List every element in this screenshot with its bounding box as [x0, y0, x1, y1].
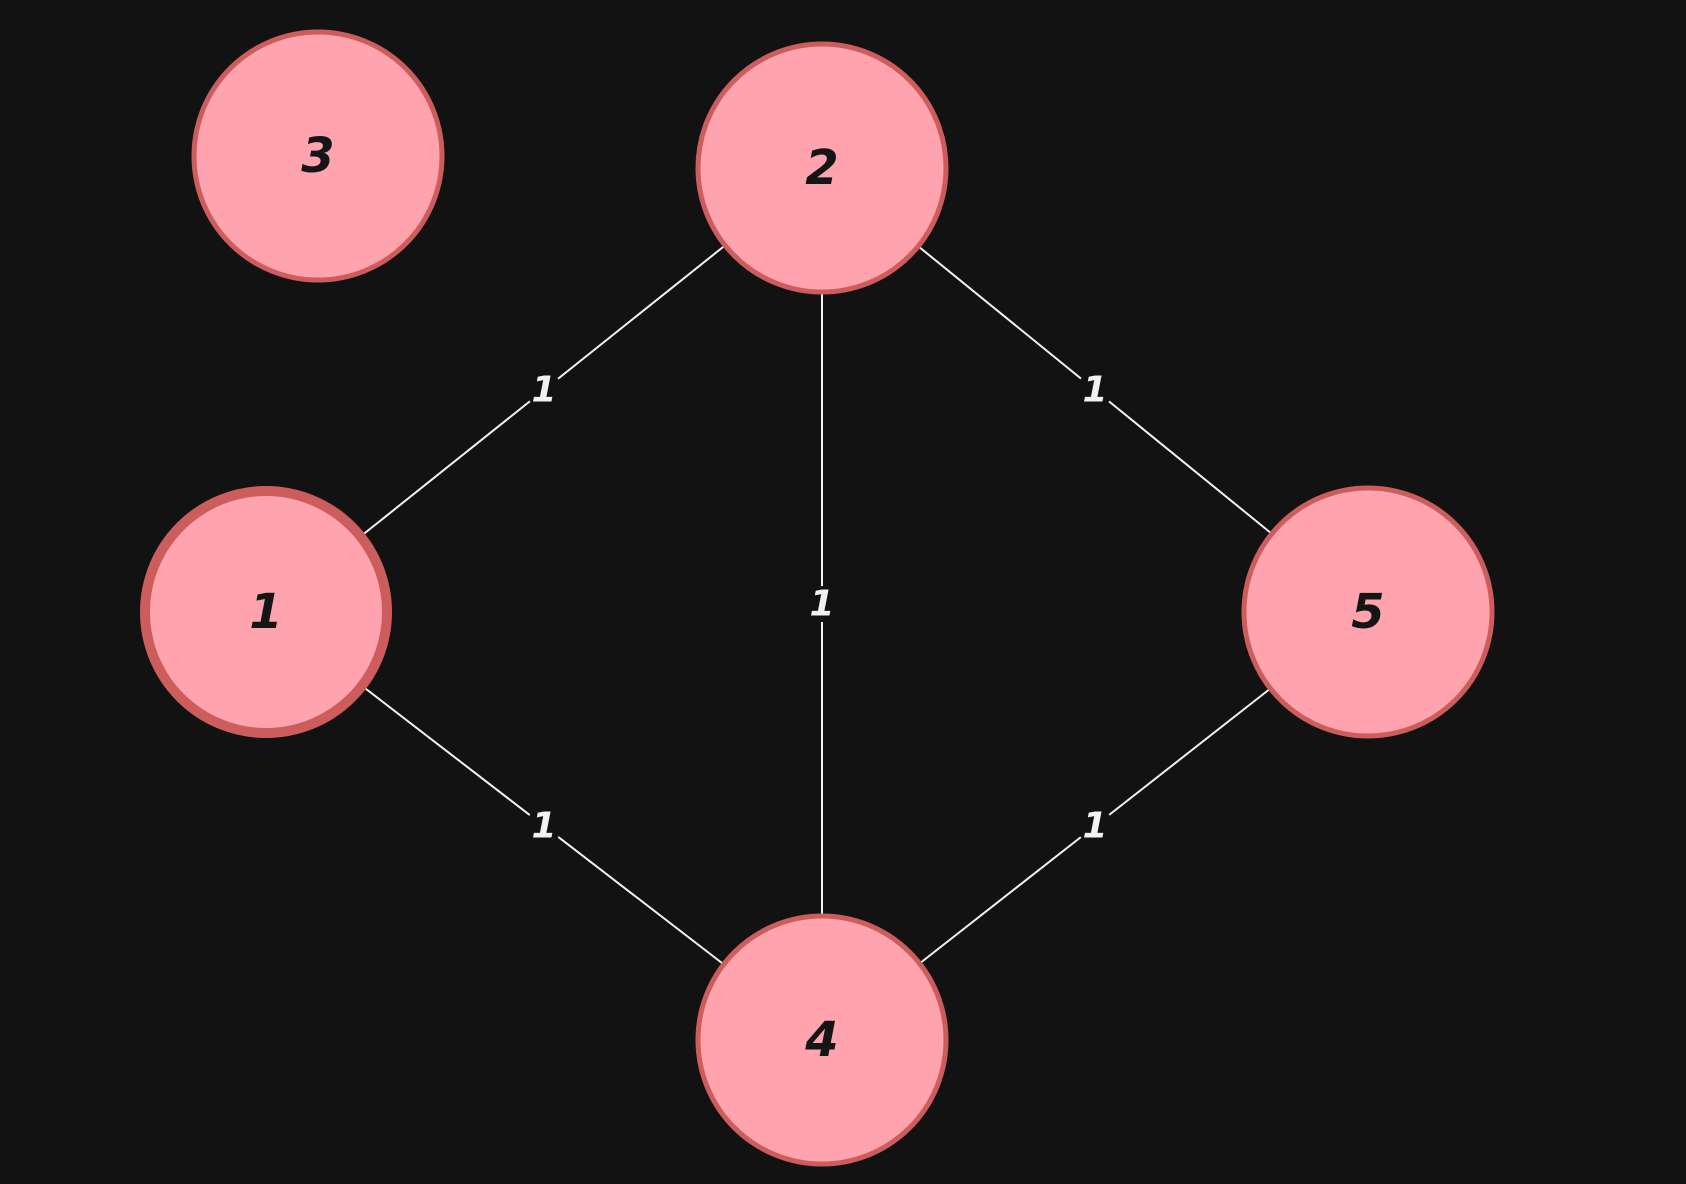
- node-3-circle[interactable]: [191, 29, 445, 283]
- node-3-label: 3: [301, 128, 334, 184]
- edge-1-2-line-a: [362, 400, 531, 536]
- node-5[interactable]: 5: [1241, 485, 1495, 739]
- node-3[interactable]: 3: [191, 29, 445, 283]
- node-5-circle[interactable]: [1241, 485, 1495, 739]
- node-4-label: 4: [804, 1012, 838, 1068]
- node-2-circle[interactable]: [695, 41, 949, 295]
- edge-1-2-line-b: [557, 244, 726, 380]
- edge-1-4-line-b: [557, 836, 725, 966]
- node-2-label: 2: [805, 140, 838, 196]
- nodes-layer: 3 2 1 5 4: [140, 29, 1495, 1167]
- edge-1-2-weight: 1: [531, 370, 556, 411]
- node-4-circle[interactable]: [695, 913, 949, 1167]
- edges-layer: 1 1 1 1 1: [362, 244, 1273, 966]
- edge-2-5-weight: 1: [1082, 370, 1107, 411]
- edge-2-4-weight: 1: [809, 584, 834, 625]
- node-5-label: 5: [1351, 584, 1384, 640]
- edge-5-4-weight: 1: [1082, 806, 1107, 847]
- node-2[interactable]: 2: [695, 41, 949, 295]
- edge-2-5-line-a: [917, 245, 1082, 380]
- edge-5-4-line-b: [918, 836, 1082, 965]
- edge-2-5-line-b: [1108, 400, 1273, 535]
- node-4[interactable]: 4: [695, 913, 949, 1167]
- edge-1-4-line-a: [363, 686, 531, 816]
- node-1-circle[interactable]: [140, 486, 392, 738]
- edge-1-4-weight: 1: [531, 806, 556, 847]
- node-1[interactable]: 1: [140, 486, 392, 738]
- edge-5-4-line-a: [1108, 687, 1272, 816]
- node-1-label: 1: [249, 584, 282, 640]
